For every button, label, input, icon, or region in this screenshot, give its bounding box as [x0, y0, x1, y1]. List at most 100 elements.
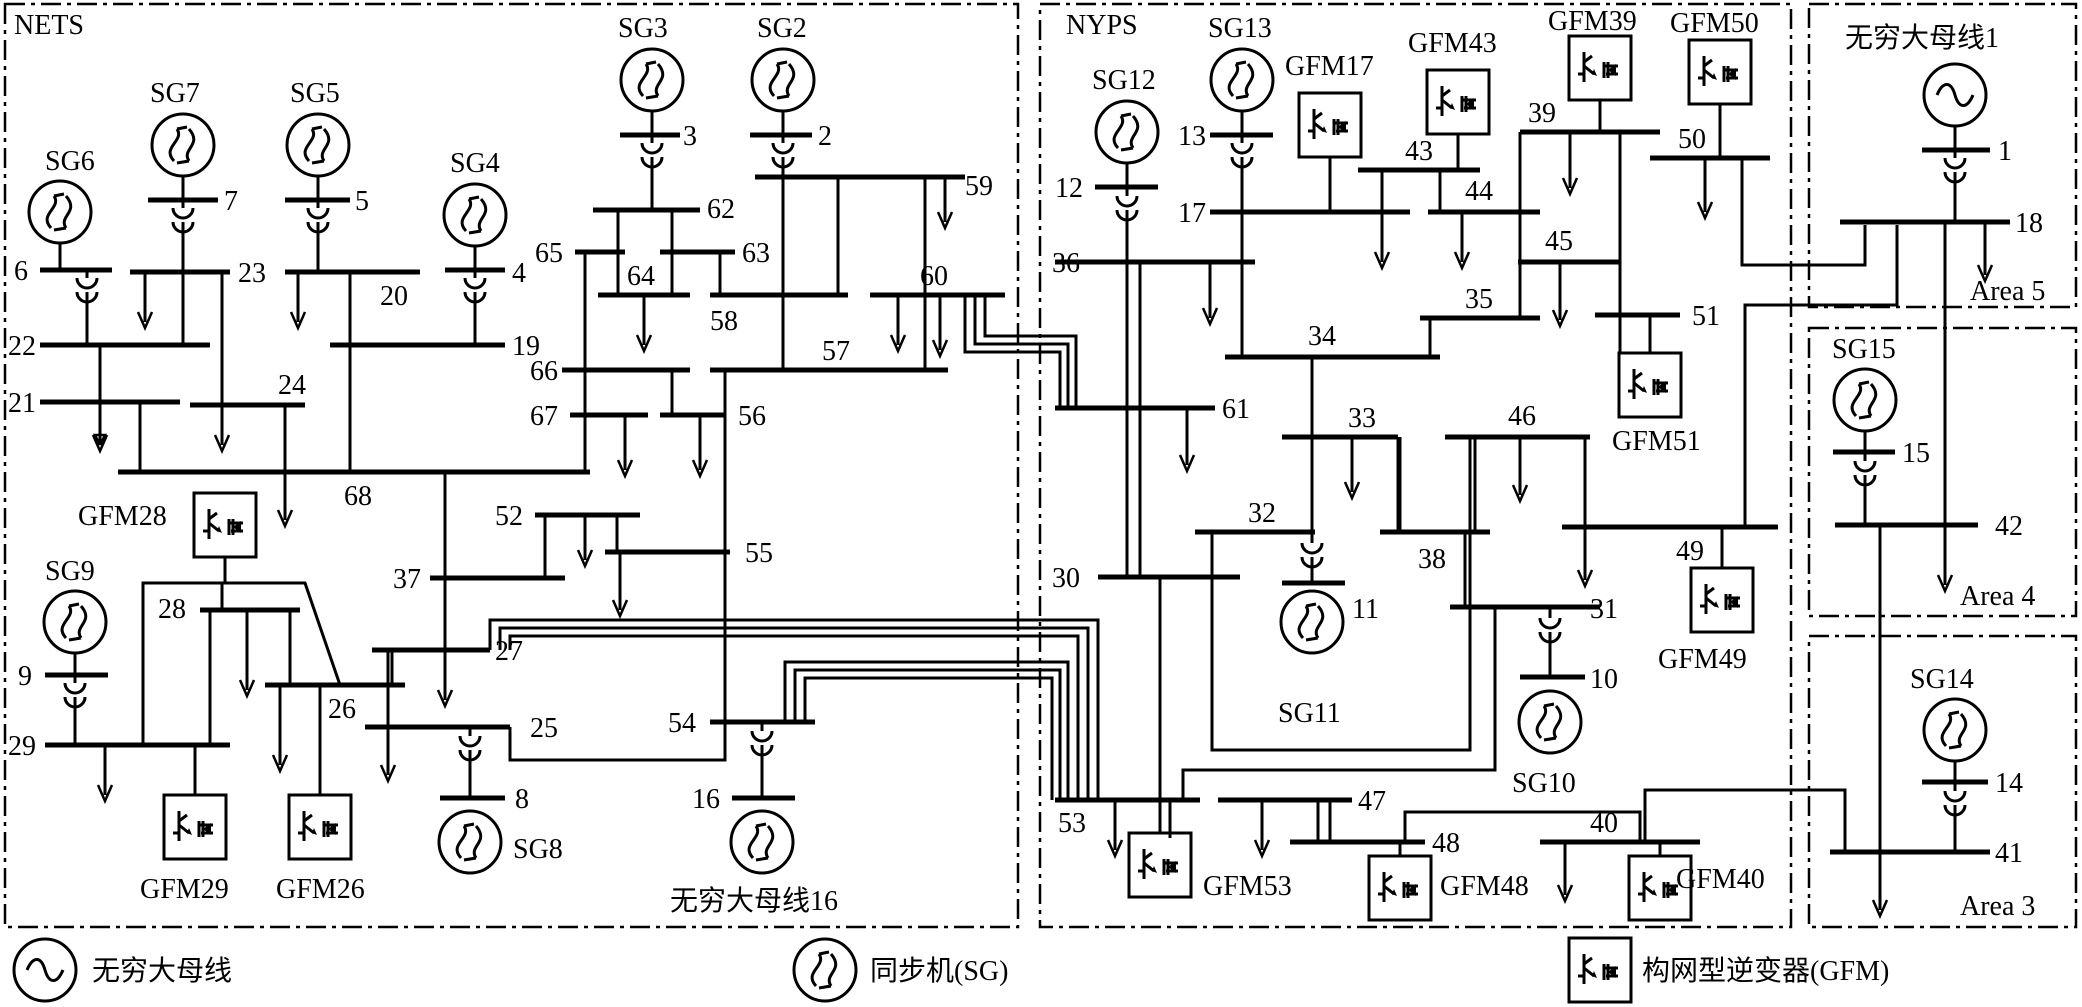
- legend-inf-bus-label: 无穷大母线: [92, 955, 232, 987]
- bus-17-label: 17: [1178, 198, 1206, 229]
- gfm17-inverter-icon: [1297, 91, 1363, 159]
- bus-61-label: 61: [1222, 394, 1250, 425]
- bus-48-label: 48: [1432, 828, 1460, 859]
- legend-gfm-icon: [1567, 936, 1633, 1004]
- nets-area-box: [3, 2, 1020, 929]
- sg3-generator-icon: [619, 47, 685, 113]
- sg15-label: SG15: [1832, 334, 1896, 365]
- bus-10-label: 10: [1590, 664, 1618, 695]
- bus-24-label: 24: [278, 370, 306, 401]
- gfm50-inverter-icon: [1687, 38, 1753, 106]
- area5-box: [1807, 2, 2078, 309]
- nets-label: NETS: [14, 10, 84, 41]
- bus-60-label: 60: [920, 261, 948, 292]
- sg4-label: SG4: [450, 148, 500, 179]
- gfm49-inverter-icon: [1689, 566, 1755, 634]
- bus-3-label: 3: [683, 121, 697, 152]
- gfm53-inverter-icon: [1127, 831, 1193, 899]
- bus-29-label: 29: [8, 731, 36, 762]
- gfm26-inverter-icon: [287, 793, 353, 861]
- legend-sg-icon: [792, 937, 858, 1003]
- legend-inf-bus-icon: [12, 937, 78, 1003]
- bus-22-label: 22: [8, 331, 36, 362]
- bus-8-label: 8: [515, 784, 529, 815]
- bus-26-label: 26: [328, 694, 356, 725]
- bus-25-label: 25: [530, 713, 558, 744]
- bus-19-label: 19: [512, 331, 540, 362]
- sg5-generator-icon: [285, 112, 351, 178]
- sg3-label: SG3: [618, 13, 668, 44]
- sg10-generator-icon: [1517, 689, 1583, 755]
- bus-11-label: 11: [1352, 594, 1379, 625]
- bus-32-label: 32: [1248, 498, 1276, 529]
- sg6-label: SG6: [45, 146, 95, 177]
- bus-4-label: 4: [512, 258, 526, 289]
- sg8-label: SG8: [513, 834, 563, 865]
- bus-1-label: 1: [1998, 136, 2012, 167]
- gfm40-label: GFM40: [1676, 864, 1765, 895]
- sg14-label: SG14: [1910, 664, 1974, 695]
- bus-33-label: 33: [1348, 403, 1376, 434]
- area4-box: [1807, 326, 2078, 618]
- bus-40-label: 40: [1590, 808, 1618, 839]
- sg2-generator-icon: [750, 47, 816, 113]
- nyps-area-box: [1038, 2, 1793, 929]
- nyps-label: NYPS: [1066, 10, 1138, 41]
- inf-bus-16-icon: [729, 809, 795, 875]
- gfm17-label: GFM17: [1285, 51, 1374, 82]
- gfm49-label: GFM49: [1658, 644, 1747, 675]
- gfm51-label: GFM51: [1612, 426, 1701, 457]
- bus-16-label: 16: [692, 784, 720, 815]
- bus-14-label: 14: [1995, 768, 2023, 799]
- area3-label: Area 3: [1960, 891, 2035, 922]
- gfm48-label: GFM48: [1440, 871, 1529, 902]
- bus-62-label: 62: [707, 194, 735, 225]
- bus-38-label: 38: [1418, 544, 1446, 575]
- bus-66-label: 66: [530, 356, 558, 387]
- legend-gfm-label: 构网型逆变器(GFM): [1642, 955, 1889, 987]
- sg7-generator-icon: [150, 112, 216, 178]
- bus-35-label: 35: [1465, 284, 1493, 315]
- bus-37-label: 37: [393, 564, 421, 595]
- gfm50-label: GFM50: [1670, 8, 1759, 39]
- sg7-label: SG7: [150, 78, 200, 109]
- bus-56-label: 56: [738, 401, 766, 432]
- bus-68-label: 68: [344, 481, 372, 512]
- gfm43-inverter-icon: [1425, 68, 1491, 136]
- bus-21-label: 21: [8, 388, 36, 419]
- sg9-label: SG9: [45, 556, 95, 587]
- bus-34-label: 34: [1308, 321, 1336, 352]
- gfm26-label: GFM26: [276, 874, 365, 905]
- gfm53-label: GFM53: [1203, 871, 1292, 902]
- bus-6-label: 6: [14, 256, 28, 287]
- bus-30-label: 30: [1052, 563, 1080, 594]
- bus-42-label: 42: [1995, 511, 2023, 542]
- bus-41-label: 41: [1995, 838, 2023, 869]
- inf-bus-1-icon: [1922, 62, 1988, 128]
- bus-64-label: 64: [627, 261, 655, 292]
- bus-5-label: 5: [355, 186, 369, 217]
- bus-50-label: 50: [1678, 124, 1706, 155]
- bus-54-label: 54: [668, 708, 696, 739]
- bus-55-label: 55: [745, 538, 773, 569]
- bus-7-label: 7: [224, 186, 238, 217]
- bus-44-label: 44: [1465, 176, 1493, 207]
- sg2-label: SG2: [757, 13, 807, 44]
- bus-52-label: 52: [495, 501, 523, 532]
- gfm28-inverter-icon: [192, 491, 258, 559]
- bus-47-label: 47: [1358, 786, 1386, 817]
- bus-36-label: 36: [1052, 248, 1080, 279]
- bus-2-label: 2: [818, 121, 832, 152]
- sg6-generator-icon: [27, 179, 93, 245]
- bus-43-label: 43: [1405, 136, 1433, 167]
- sg4-generator-icon: [442, 182, 508, 248]
- sg8-generator-icon: [437, 809, 503, 875]
- bus-18-label: 18: [2015, 208, 2043, 239]
- inf-bus-16-label: 无穷大母线16: [670, 885, 838, 917]
- bus-13-label: 13: [1178, 121, 1206, 152]
- bus-46-label: 46: [1508, 401, 1536, 432]
- gfm29-inverter-icon: [162, 793, 228, 861]
- gfm48-inverter-icon: [1367, 854, 1433, 922]
- gfm39-label: GFM39: [1548, 6, 1637, 37]
- bus-9-label: 9: [18, 661, 32, 692]
